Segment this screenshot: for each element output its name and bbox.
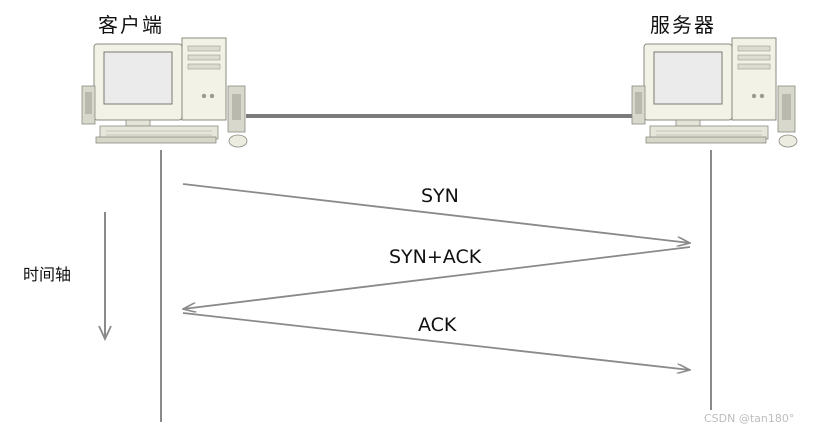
- client-label: 客户端: [98, 13, 164, 37]
- syn-ack-arrow: [183, 246, 691, 309]
- server-computer-icon: [631, 37, 798, 148]
- ack-label: ACK: [418, 314, 457, 336]
- ack-arrow: [182, 312, 690, 370]
- server-label: 服务器: [650, 13, 716, 37]
- time-axis-label: 时间轴: [23, 265, 71, 284]
- syn-label: SYN: [421, 185, 459, 207]
- client-computer-icon: [81, 37, 248, 148]
- watermark-text: CSDN @tan180°: [704, 412, 794, 425]
- syn-ack-label: SYN+ACK: [389, 246, 482, 268]
- time-axis-arrow: [98, 212, 112, 342]
- syn-arrow: [182, 183, 690, 243]
